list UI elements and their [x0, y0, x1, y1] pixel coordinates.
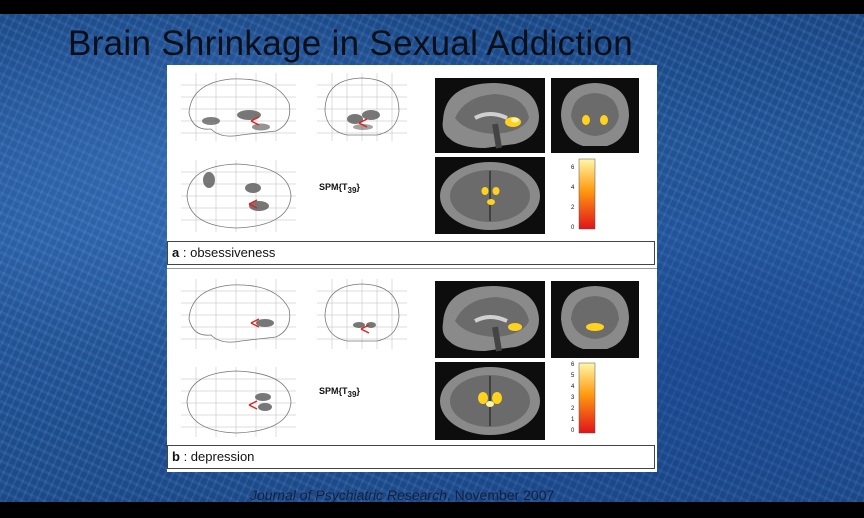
letterbox-top [0, 0, 864, 14]
mri-axial-icon [435, 362, 545, 440]
colorbar-tick: 5 [571, 373, 575, 379]
glass-brain-coronal-icon [317, 73, 407, 141]
glass-brain-coronal-icon [317, 279, 407, 349]
mri-coronal-icon [551, 78, 639, 153]
colorbar-icon [578, 158, 596, 230]
mri-sagittal-icon [435, 78, 545, 153]
panel-a-images: SPM{T39} [167, 65, 657, 239]
panel-obsessiveness: SPM{T39} [167, 65, 657, 268]
colorbar-tick: 4 [571, 384, 575, 390]
mri-axial-icon [435, 157, 545, 234]
colorbar-tick: 2 [571, 406, 575, 412]
colorbar-tick: 4 [571, 185, 575, 191]
panel-b-caption: b : depression [167, 445, 655, 469]
colorbar-tick: 6 [571, 362, 575, 368]
panel-depression: SPM{T39} [167, 268, 657, 472]
colorbar-tick: 6 [571, 165, 575, 171]
glass-brain-sagittal-icon [181, 73, 296, 141]
colorbar-tick: 2 [571, 205, 575, 211]
colorbar-tick: 1 [571, 417, 575, 423]
letterbox-bottom [0, 502, 864, 518]
panel-b-images: SPM{T39} [167, 269, 657, 443]
mri-sagittal-icon [435, 281, 545, 358]
glass-brain-axial-icon [181, 367, 296, 437]
spm-label: SPM{T39} [319, 386, 360, 399]
citation: Journal of Psychiatric Research, Novembe… [250, 487, 555, 503]
spm-label: SPM{T39} [319, 182, 360, 195]
glass-brain-axial-icon [181, 160, 296, 232]
colorbar-icon [578, 362, 596, 434]
glass-brain-sagittal-icon [181, 279, 296, 349]
mri-coronal-icon [551, 281, 639, 358]
figure: SPM{T39} [167, 65, 657, 472]
slide-title: Brain Shrinkage in Sexual Addiction [68, 24, 634, 63]
colorbar-tick: 0 [571, 428, 575, 434]
colorbar-tick: 0 [571, 225, 575, 231]
colorbar-tick: 3 [571, 395, 575, 401]
panel-a-caption: a : obsessiveness [167, 241, 655, 265]
